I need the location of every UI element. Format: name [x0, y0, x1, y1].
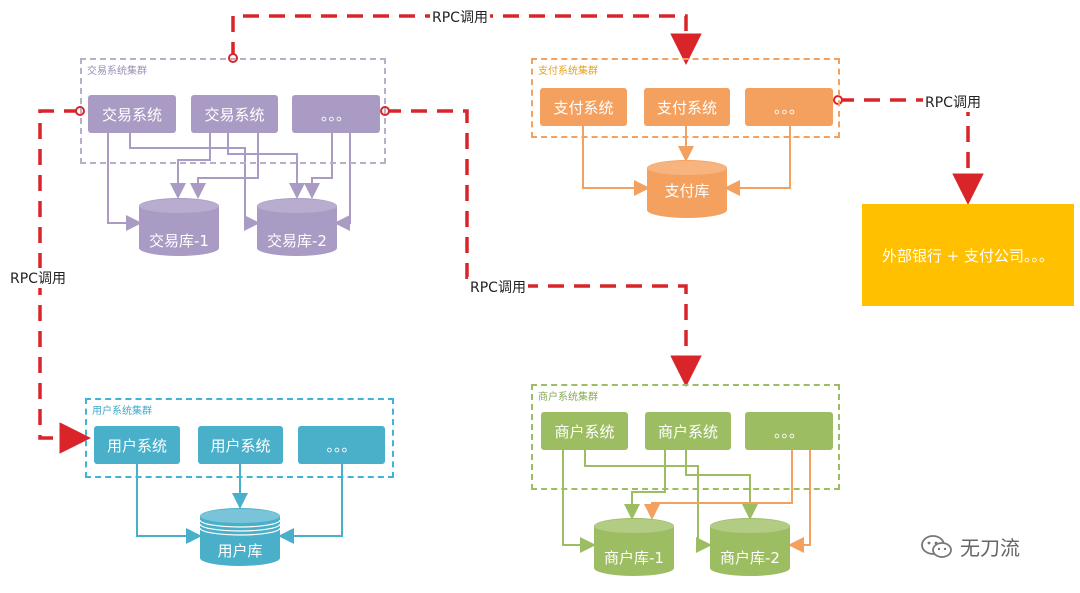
merchant-cluster-title: 商户系统集群 [538, 392, 598, 403]
user-system-node-2[interactable]: 用户系统 [198, 426, 283, 464]
trade-system-node-more[interactable]: 。。。 [292, 95, 380, 133]
database-icon [139, 198, 219, 256]
database-icon [647, 160, 727, 218]
user-system-node-more[interactable]: 。。。 [298, 426, 385, 464]
watermark-text: 无刀流 [960, 536, 1020, 560]
user-db[interactable]: 用户库 [200, 508, 280, 566]
trade-system-node-1[interactable]: 交易系统 [88, 95, 176, 133]
merchant-links [562, 450, 758, 553]
merchant-system-node-2[interactable]: 商户系统 [645, 412, 731, 450]
merchant-system-node-more[interactable]: 。。。 [745, 412, 833, 450]
rpc-label-top: RPC调用 [430, 7, 490, 27]
pay-system-node-more[interactable]: 。。。 [745, 88, 833, 126]
merchant-db-2-label: 商户库-2 [720, 549, 780, 567]
external-bank-box[interactable]: 外部银行 + 支付公司。。。 [862, 204, 1074, 306]
pay-system-node-1[interactable]: 支付系统 [540, 88, 627, 126]
trade-db-1-label: 交易库-1 [149, 232, 209, 250]
pay-links [582, 126, 791, 196]
trade-db-1[interactable]: 交易库-1 [139, 198, 219, 256]
user-cluster: 用户系统集群 [85, 398, 394, 478]
user-db-label: 用户库 [217, 542, 263, 560]
pay-cluster: 支付系统集群 [531, 58, 840, 138]
merchant-db-1-label: 商户库-1 [604, 549, 664, 567]
rpc-label-middle: RPC调用 [468, 277, 528, 297]
user-system-node-1[interactable]: 用户系统 [94, 426, 180, 464]
pay-cluster-title: 支付系统集群 [538, 66, 598, 77]
user-links [136, 464, 343, 544]
pay-db[interactable]: 支付库 [647, 160, 727, 218]
rpc-label-right: RPC调用 [923, 92, 983, 112]
merchant-cluster: 商户系统集群 [531, 384, 840, 490]
database-icon [594, 518, 674, 576]
pay-system-node-2[interactable]: 支付系统 [644, 88, 730, 126]
trade-db-2-label: 交易库-2 [267, 232, 327, 250]
trade-system-node-2[interactable]: 交易系统 [191, 95, 278, 133]
trade-cluster: 交易系统集群 [80, 58, 386, 164]
database-icon [257, 198, 337, 256]
trade-cluster-title: 交易系统集群 [87, 66, 147, 77]
database-icon [200, 508, 280, 566]
pay-db-label: 支付库 [664, 182, 710, 200]
trade-db-2[interactable]: 交易库-2 [257, 198, 337, 256]
database-icon [710, 518, 790, 576]
merchant-links-orange [644, 450, 811, 553]
merchant-db-2[interactable]: 商户库-2 [710, 518, 790, 576]
user-cluster-title: 用户系统集群 [92, 406, 152, 417]
watermark: 无刀流 [920, 532, 1020, 561]
wechat-icon [921, 534, 952, 558]
merchant-db-1[interactable]: 商户库-1 [594, 518, 674, 576]
merchant-system-node-1[interactable]: 商户系统 [541, 412, 628, 450]
rpc-label-left: RPC调用 [8, 268, 68, 288]
